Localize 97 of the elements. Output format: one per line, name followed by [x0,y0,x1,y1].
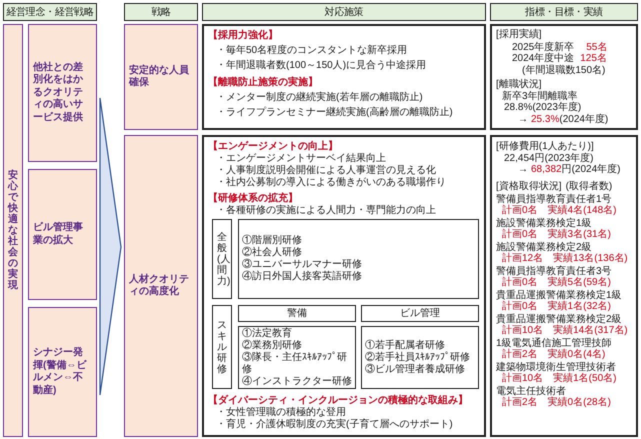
label-text: 他社との差別化をはかるクオリティの高いサービス提供 [33,62,83,123]
highlight-value: 計画12名 実績13名(136名) [502,253,628,264]
highlight-value: 計画0名 実績3名(31名) [502,229,611,240]
label-text: 安定的な人員確保 [129,64,189,88]
label-text: ①法定教育 [242,328,292,338]
strategy-box [124,24,198,130]
training-list-box [361,326,479,389]
indicators-panel [490,24,638,130]
strategy-box [124,135,198,437]
label-text: ②社会人研修 [242,247,302,258]
label-text: ビル管理事業の拡大 [33,222,83,246]
highlight-value: 55名 [586,42,608,52]
label-text: ①若手配属者研修 [365,340,445,350]
highlight-value: 25.3% [531,114,560,124]
label-text: 戦略 [151,7,171,18]
label-text: ②若手社員ｽｷﾙｱｯﾌﾟ研修 [365,352,470,362]
label-text: スキル研修 [217,320,227,374]
category-box [212,305,232,389]
subheader-box [238,305,356,322]
item-text: 警備員指導教育責任者3号 [496,266,612,277]
item-text: 貴重品運搬警備業務検定1級 [496,290,622,301]
indicators-panel [490,135,638,437]
item-text: 施設警備業務検定2級 [496,242,592,253]
section-heading: 【ダイバーシティ・インクルージョンの積極的な取組み】 [208,395,468,406]
item-text: 施設警備業務検定1級 [496,218,592,229]
policy-box [28,24,97,162]
highlight-value: 計画10名 実績1名(50名) [502,373,616,384]
label-text: 対応施策 [324,7,364,18]
subheader-box [361,305,479,322]
highlight-value: 計画0名 実績5名(59名) [502,277,611,288]
label-text: 指標・目標・実績 [525,7,603,18]
item-text: [資格取得状況] [496,181,562,192]
label-text: シナジー発揮(警備⇔ビルメン⇔不動産) [33,347,86,396]
item-text: ・毎年50名程度のコンスタントな新卒採用 [216,45,408,56]
label-text: ④訪日外国人接客英語研修 [242,271,362,282]
column-header [124,3,198,21]
column-header [202,3,486,21]
highlight-value: 計画2名 実績0名(28名) [502,397,611,408]
label-text: 人材クオリティの高度化 [129,274,189,297]
highlight-value: 計画0名 実績4名(148名) [502,205,616,216]
item-text: ・メンター制度の継続実施(若年層の離職防止) [216,92,423,103]
policy-box [28,307,97,437]
highlight-value: 計画2名 実績0名(4名) [502,349,606,360]
label-text: ③隊長・主任ｽｷﾙｱｯﾌﾟ研修 [242,352,347,374]
highlight-value: 68,382 [531,164,562,175]
section-heading: 【採用力強化】 [208,30,278,41]
section-heading: 【研修体系の拡充】 [208,193,298,204]
highlight-value: 計画10名 実績14名(317名) [502,325,628,336]
label-text: ③ユニバーサルマナー研修 [242,259,362,270]
item-text: ・ライフプランセミナー継続実施(高齢層の離職防止) [216,107,453,118]
highlight-value: 計画0名 実績1名(32名) [502,301,611,312]
item-text: [研修費用(1人あたり)] [496,141,594,152]
training-list-box [238,219,479,299]
item-text: ・年間退職者数(100～150人)に見合う中途採用 [216,60,426,71]
item-text: ・女性管理職の積極的な登用 [216,407,346,418]
label-text: 警備 [287,308,307,318]
item-text: ・各種研修の実施による人間力・専門能力の向上 [216,205,436,216]
item-text: 1級電気通信施工管理技師 [496,338,612,349]
item-text: ・社内公募制の導入による働きがいのある職場作り [216,177,446,188]
item-text: 警備員指導教育責任者1号 [496,194,612,205]
label-text: 経営理念・経営戦略 [6,7,94,18]
measures-panel [202,135,486,437]
item-text: → [518,114,528,124]
section-heading: 【エンゲージメントの向上】 [208,141,338,152]
label-text: ①階層別研修 [242,235,302,246]
column-header [490,3,638,21]
item-text: [離職状況] [496,79,542,90]
item-text: (2024年度) [559,114,608,124]
policy-box [28,169,97,300]
item-text: → [518,164,528,175]
label-text: 安心で快適な社会の実現 [8,170,18,291]
item-text: ・エンゲージメントサーベイ結果向上 [216,153,386,164]
measures-panel [202,24,486,130]
item-text: 新卒3年間離職率 [502,90,578,102]
training-list-box [238,326,356,389]
item-text: ・人事制度説明会開催による人事運営の見える化 [216,165,436,176]
item-text: 2024年度中途 [512,53,574,64]
label-text: ビル管理 [400,308,440,318]
item-text: ・育児・介護休暇制度の充実(子育て層へのサポート) [216,419,453,430]
item-text: 28.8%(2023年度) [504,102,582,113]
item-text: 建築物環境衛生管理技術者 [496,362,616,373]
category-box [212,219,232,299]
item-text: (取得者数) [566,181,612,192]
label-text: ④インストラクター研修 [242,376,352,386]
item-text: 電気主任技術者 [496,386,566,397]
item-text: 円(2024年度) [562,164,620,175]
vision-banner [3,24,23,437]
item-text: 貴重品運搬警備業務検定2級 [496,314,622,325]
item-text: [採用実績] [496,29,542,40]
highlight-value: 125名 [580,53,607,64]
section-heading: 【離職防止施策の実施】 [208,77,318,88]
item-text: 22,454円(2023年度) [504,153,594,164]
column-header [3,3,97,21]
label-text: ②業務別研修 [242,340,302,350]
item-text: (年間退職数150名) [522,64,606,76]
item-text: 2025年度新卒 [512,42,574,52]
label-text: ③ビル管理者養成研修 [365,364,465,374]
